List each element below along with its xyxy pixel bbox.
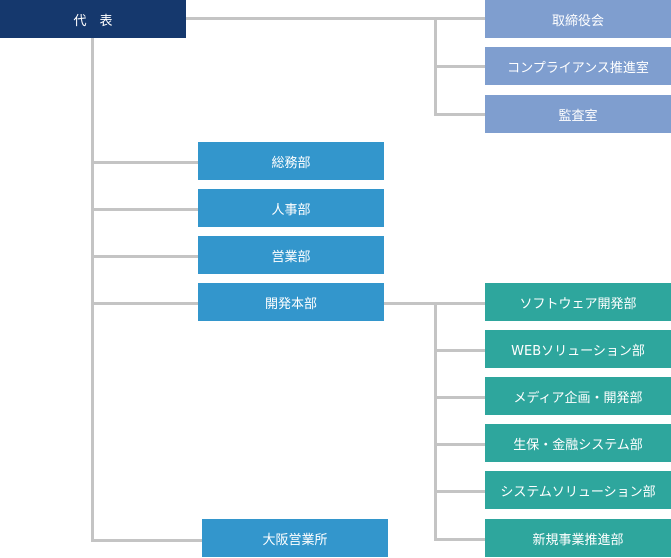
node-development-headquarters: 開発本部 [198,283,384,321]
dept-branch-line [91,208,199,211]
dev-branch-line [434,349,485,352]
exec-connector-line [186,17,435,20]
node-web-solutions: WEBソリューション部 [485,330,671,368]
node-media-planning: メディア企画・開発部 [485,377,671,415]
dev-branch-line [434,490,485,493]
dev-vertical-line [434,302,437,541]
exec-branch-line [434,65,485,68]
dev-branch-line [434,443,485,446]
node-osaka-sales-office: 大阪営業所 [202,519,388,557]
node-insurance-finance-systems: 生保・金融システム部 [485,424,671,462]
node-system-solutions: システムソリューション部 [485,471,671,509]
node-general-affairs: 総務部 [198,142,384,180]
dev-connector-line [383,302,435,305]
node-sales: 営業部 [198,236,384,274]
node-human-resources: 人事部 [198,189,384,227]
node-software-development: ソフトウェア開発部 [485,283,671,321]
dev-branch-line [434,396,485,399]
node-compliance-office: コンプライアンス推進室 [485,47,671,85]
node-representative: 代 表 [0,0,186,38]
exec-branch-line [434,17,485,20]
node-new-business: 新規事業推進部 [485,519,671,557]
dept-branch-line [91,539,203,542]
dept-branch-line [91,161,199,164]
dev-branch-line [434,538,485,541]
dept-branch-line [91,255,199,258]
exec-branch-line [434,113,485,116]
node-board-of-directors: 取締役会 [485,0,671,38]
dev-branch-line [434,302,485,305]
node-audit-office: 監査室 [485,95,671,133]
dept-branch-line [91,302,199,305]
trunk-line [91,38,94,542]
